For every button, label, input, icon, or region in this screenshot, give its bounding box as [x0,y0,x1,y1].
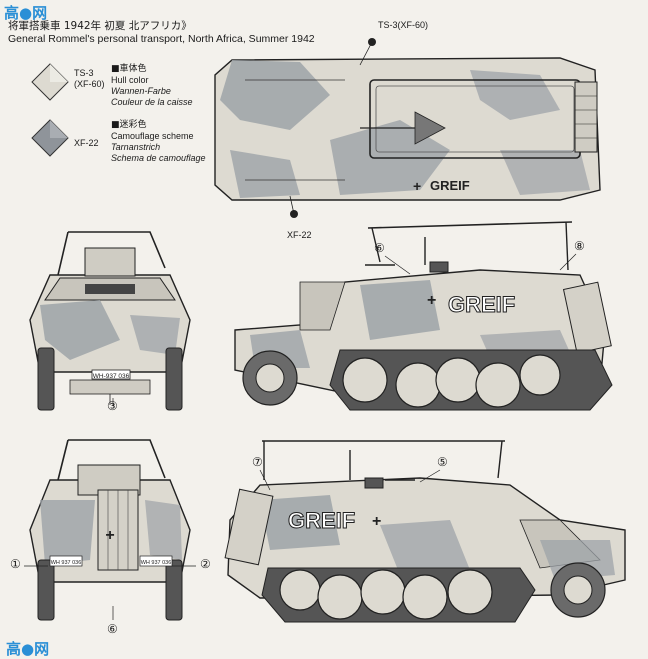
rear-plate-right: WH 937 036 [141,560,172,566]
legend-text-hull: ■車体色 Hull color Wannen-Farbe Couleur de … [111,64,193,107]
callout-leaders [24,253,577,620]
watermark-logo: 高●网 [4,4,48,22]
side-view-left: GREIF + [224,440,626,623]
top-view: GREIF + [214,38,601,218]
side-right-cross: + [427,292,436,309]
rear-plate-left: WH 937 036 [51,560,82,566]
legend-code-hull: TS-3(XF-60) [74,68,105,89]
callout-xf22: XF-22 [287,230,312,240]
callout-8: ⑧ [574,239,585,253]
callout-6-lower: ⑥ [107,622,118,636]
watermark-logo-bottom: 高●网 [6,640,50,658]
legend-text-camo: ■迷彩色 Camouflage scheme Tarnanstrich Sche… [111,120,206,163]
callout-1: ① [10,557,21,571]
front-view: WH-937 036 [29,231,191,411]
swatch-camo [31,119,69,157]
callout-3: ③ [107,399,118,413]
callout-7: ⑦ [252,455,263,469]
callout-2: ② [200,557,211,571]
side-left-cross: + [372,513,381,530]
rear-view: + WH 937 036 WH 937 036 [29,439,191,621]
swatch-hull [31,63,69,101]
side-left-greif: GREIF [288,508,355,533]
page-caption: 将軍搭乗車 1942年 初夏 北アフリカ》 General Rommel's p… [8,20,315,46]
front-plate: WH-937 036 [93,373,130,380]
caption-japanese: 将軍搭乗車 1942年 初夏 北アフリカ》 [8,20,192,32]
top-greif-text: GREIF [430,178,470,193]
callout-5: ⑤ [437,455,448,469]
legend-code-camo: XF-22 [74,138,99,148]
caption-english: General Rommel's personal transport, Nor… [8,33,315,45]
callout-6-upper: ⑥ [374,241,385,255]
callout-ts3: TS-3(XF-60) [378,20,429,30]
rear-cross: + [105,527,114,544]
side-right-greif: GREIF [448,292,515,317]
top-cross: + [413,178,421,194]
side-view-right: + GREIF [234,221,613,411]
